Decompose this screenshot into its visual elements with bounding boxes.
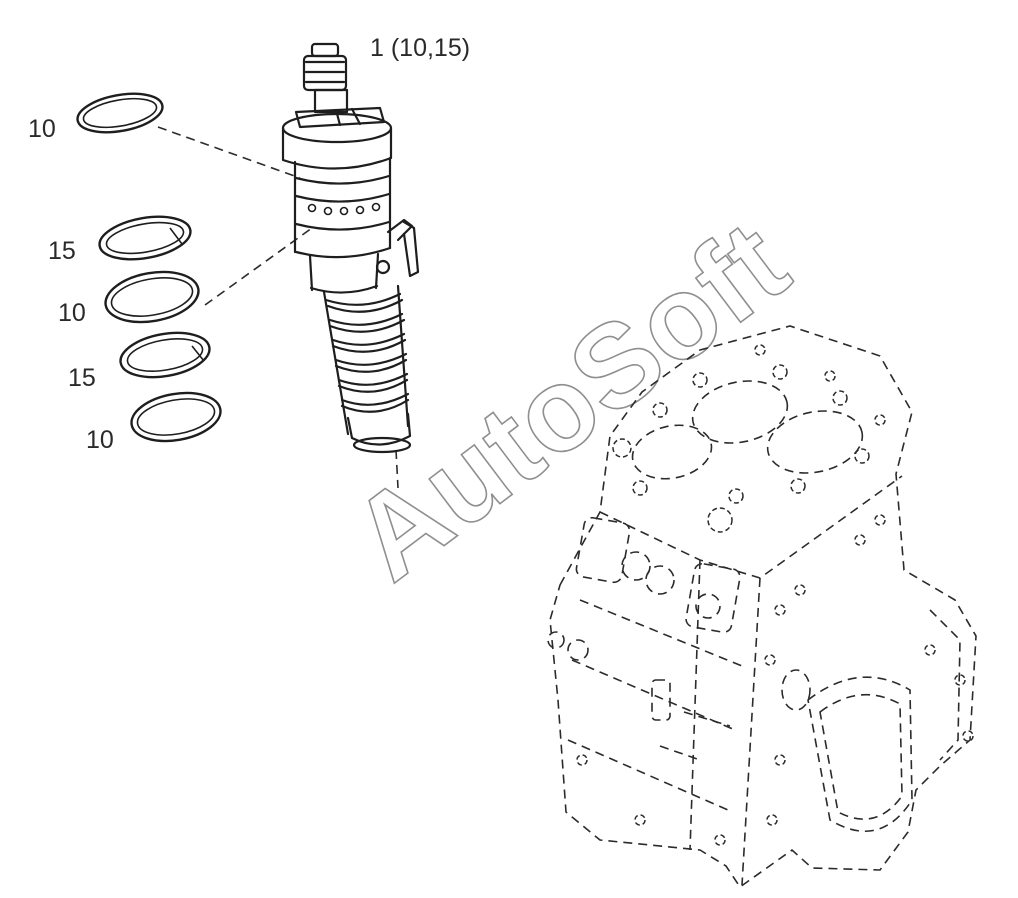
callout-ring-5: 10 xyxy=(86,426,114,454)
callout-ring-1: 10 xyxy=(28,115,56,143)
front-bolt-holes xyxy=(576,514,974,846)
barrel-ports xyxy=(307,202,381,216)
engine-block xyxy=(547,325,977,889)
o-ring-10-middle xyxy=(104,270,200,324)
callout-ring-4: 15 xyxy=(68,364,96,392)
seal-ring-15-lower xyxy=(119,331,211,379)
o-ring-10-top xyxy=(76,92,164,134)
spring-coils xyxy=(324,292,410,413)
o-ring-10-bottom xyxy=(130,391,222,443)
callout-ring-2: 15 xyxy=(48,237,76,265)
seal-ring-15-upper xyxy=(98,215,192,261)
injection-pump-element xyxy=(281,42,420,454)
callout-main-injector: 1 (10,15) xyxy=(370,34,470,62)
bolt-holes xyxy=(612,344,886,533)
seal-rings xyxy=(76,92,222,443)
watermark: AutoSoft xyxy=(328,196,812,606)
callout-ring-3: 10 xyxy=(58,299,86,327)
